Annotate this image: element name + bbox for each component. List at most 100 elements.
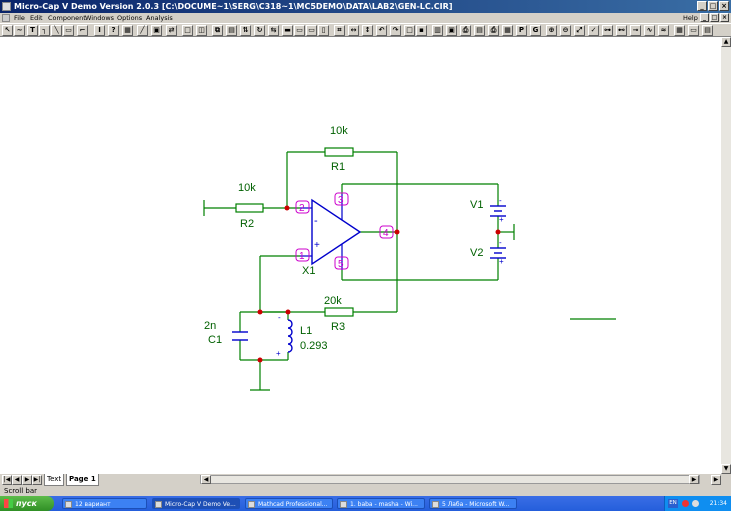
tab-page-1[interactable]: Page 1 xyxy=(66,474,99,486)
wire-mode-icon[interactable]: ~ xyxy=(14,25,25,36)
battery-v2[interactable] xyxy=(490,247,506,259)
text-tool-icon[interactable]: T xyxy=(27,25,38,36)
close-button[interactable]: × xyxy=(719,1,729,11)
maximize-button[interactable]: □ xyxy=(708,1,718,11)
menu-analysis[interactable]: Analysis xyxy=(146,14,173,22)
attribute-text-icon[interactable]: ⌗ xyxy=(334,25,345,36)
taskbar-item-word-2[interactable]: 5 Лаба - Microsoft W... xyxy=(429,498,517,509)
grid-icon[interactable]: ▭ xyxy=(294,25,305,36)
inductor-l1[interactable] xyxy=(287,319,293,353)
doc-minimize-button[interactable]: _ xyxy=(700,13,709,22)
battery-v1[interactable] xyxy=(490,205,506,217)
diagonal-wire-icon[interactable]: ╲ xyxy=(51,25,62,36)
schematic-canvas[interactable]: - + 2 1 3 4 5 10k R1 xyxy=(0,37,721,474)
region-tool-icon[interactable]: ◫ xyxy=(196,25,207,36)
wire-tool-icon[interactable]: ┐ xyxy=(39,25,50,36)
paste-icon[interactable]: ▤ xyxy=(226,25,237,36)
border-icon[interactable]: □ xyxy=(404,25,415,36)
palette-icon[interactable]: ▤ xyxy=(702,25,713,36)
undo-icon[interactable]: ↶ xyxy=(376,25,387,36)
scroll-left-icon[interactable]: ◀ xyxy=(201,475,211,484)
mirror-icon[interactable]: ⇆ xyxy=(268,25,279,36)
menu-windows[interactable]: Windows xyxy=(85,14,115,22)
current-icon[interactable]: ↔ xyxy=(348,25,359,36)
zoom-in-icon[interactable]: ⊕ xyxy=(546,25,557,36)
print-preview-icon[interactable]: ⎙ xyxy=(488,25,499,36)
go-button[interactable]: G xyxy=(530,25,541,36)
fit-window-icon[interactable]: ⤢ xyxy=(574,25,585,36)
dc-icon[interactable]: ⊸ xyxy=(630,25,641,36)
transient-icon[interactable]: ∿ xyxy=(644,25,655,36)
parameter-button[interactable]: P xyxy=(516,25,527,36)
capacitor-c1[interactable] xyxy=(232,331,248,341)
first-page-icon[interactable]: |◀ xyxy=(2,475,12,485)
flip-x-icon[interactable]: ⇅ xyxy=(240,25,251,36)
tab-text[interactable]: Text xyxy=(44,474,65,486)
start-button[interactable]: пуск xyxy=(0,496,54,511)
pin5-box xyxy=(334,256,349,270)
node-numbers-icon[interactable]: ▬ xyxy=(282,25,293,36)
resistor-r3[interactable] xyxy=(324,307,354,317)
doc-close-button[interactable]: × xyxy=(720,13,729,22)
box-tool-icon[interactable]: □ xyxy=(182,25,193,36)
resistor-r1[interactable] xyxy=(324,147,354,157)
angle-tool-icon[interactable]: ╱ xyxy=(137,25,148,36)
scroll-right-icon[interactable]: ▶ xyxy=(689,475,699,484)
v2-polarity-minus: - xyxy=(499,238,502,247)
taskbar-item-mathcad[interactable]: Mathcad Professional... xyxy=(245,498,333,509)
doc-restore-button[interactable]: □ xyxy=(710,13,719,22)
copy-icon[interactable]: ⧉ xyxy=(212,25,223,36)
volume-icon[interactable] xyxy=(692,500,699,507)
opamp-x1[interactable] xyxy=(311,198,362,266)
vertical-scrollbar[interactable]: ▲ ▼ xyxy=(721,37,731,474)
flag-tool-icon[interactable]: ⌐ xyxy=(77,25,88,36)
find-icon[interactable]: ▤ xyxy=(474,25,485,36)
minimize-button[interactable]: _ xyxy=(697,1,707,11)
rotate-icon[interactable]: ↻ xyxy=(254,25,265,36)
print-icon[interactable]: ⎙ xyxy=(460,25,471,36)
language-indicator[interactable]: EN xyxy=(668,499,678,508)
prev-page-icon[interactable]: ◀ xyxy=(12,475,22,485)
taskbar-item-folder[interactable]: 12 вариант xyxy=(62,498,147,509)
clipboard-icon[interactable]: ▦ xyxy=(502,25,513,36)
taskbar-item-word-1[interactable]: 1. baba - masha - Wi... xyxy=(337,498,425,509)
app-icon[interactable] xyxy=(2,2,11,11)
select-mode-icon[interactable]: ↖ xyxy=(2,25,13,36)
ac-icon[interactable]: ≈ xyxy=(658,25,669,36)
node-voltage-icon[interactable]: ▭ xyxy=(306,25,317,36)
title-bar[interactable]: Micro-Cap V Demo Version 2.0.3 [C:\DOCUM… xyxy=(0,0,731,13)
document-icon[interactable] xyxy=(2,14,10,22)
menu-edit[interactable]: Edit xyxy=(30,14,43,22)
power-icon[interactable]: ↕ xyxy=(362,25,373,36)
menu-component[interactable]: Component xyxy=(48,14,86,22)
taskbar-item-microcap[interactable]: Micro-Cap V Demo Ve... xyxy=(152,498,240,509)
scroll-right-end-icon[interactable]: ▶ xyxy=(711,475,721,485)
info-tool-icon[interactable]: I xyxy=(94,25,105,36)
pin-names-icon[interactable]: ▯ xyxy=(318,25,329,36)
tray-app-icon[interactable] xyxy=(682,500,689,507)
menu-options[interactable]: Options xyxy=(117,14,143,22)
resistor-r2[interactable] xyxy=(235,203,264,213)
redo-icon[interactable]: ↷ xyxy=(390,25,401,36)
menu-file[interactable]: File xyxy=(14,14,25,22)
graphics-tool-icon[interactable]: ▦ xyxy=(122,25,133,36)
save-icon[interactable]: ▣ xyxy=(446,25,457,36)
move-tool-icon[interactable]: ⇄ xyxy=(166,25,177,36)
scroll-up-icon[interactable]: ▲ xyxy=(721,37,731,47)
last-page-icon[interactable]: ▶| xyxy=(32,475,42,485)
title-block-icon[interactable]: ▪ xyxy=(416,25,427,36)
window-icon[interactable]: ▭ xyxy=(688,25,699,36)
probe-icon[interactable]: ▥ xyxy=(432,25,443,36)
line-tool-icon[interactable]: ▭ xyxy=(63,25,74,36)
table-icon[interactable]: ▦ xyxy=(674,25,685,36)
next-page-icon[interactable]: ▶ xyxy=(22,475,32,485)
menu-help[interactable]: Help xyxy=(683,14,698,22)
zoom-out-icon[interactable]: ⊖ xyxy=(560,25,571,36)
scroll-down-icon[interactable]: ▼ xyxy=(721,464,731,474)
help-tool-icon[interactable]: ? xyxy=(108,25,119,36)
horizontal-scrollbar[interactable]: ◀ ▶ xyxy=(200,475,700,484)
scope-icon[interactable]: ⊷ xyxy=(616,25,627,36)
step-icon[interactable]: ⊶ xyxy=(602,25,613,36)
check-icon[interactable]: ✓ xyxy=(588,25,599,36)
component-tool-icon[interactable]: ▣ xyxy=(151,25,162,36)
